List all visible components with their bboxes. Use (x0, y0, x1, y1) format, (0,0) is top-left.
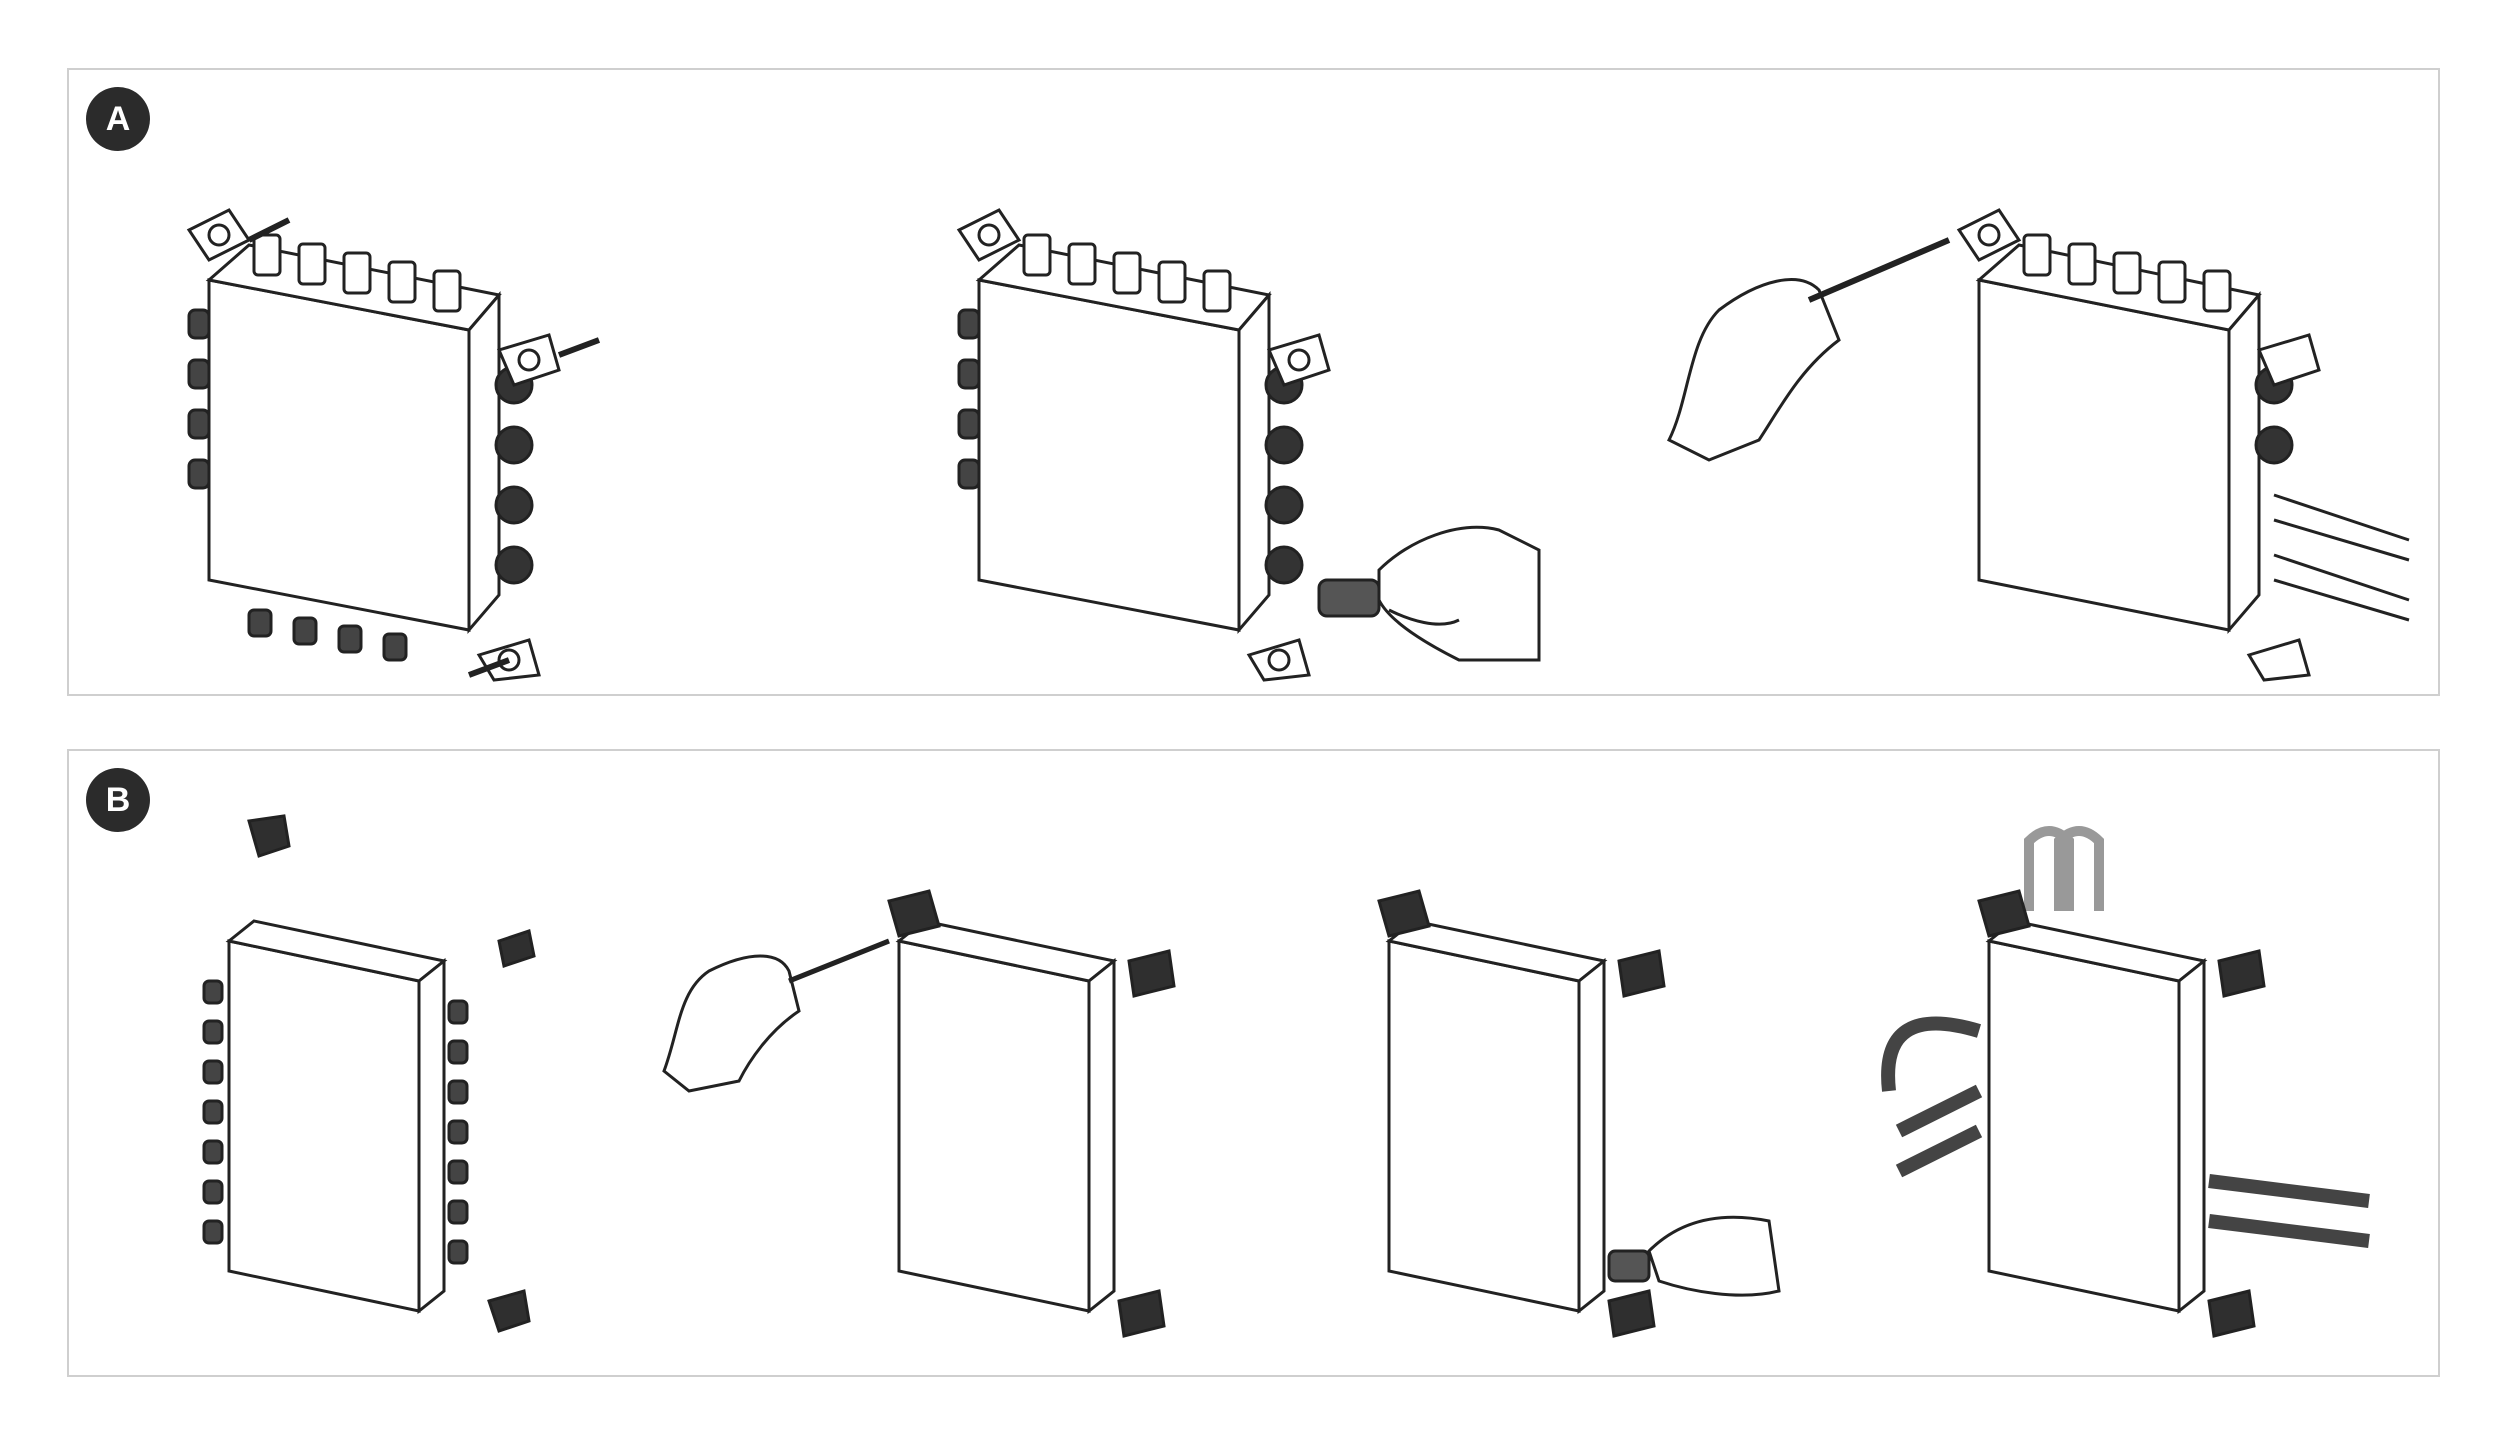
step-a1-illustration (186, 208, 601, 682)
panel-b: B (67, 749, 2440, 1377)
step-b4-illustration (1881, 826, 2370, 1338)
screwdriver-icon (788, 938, 890, 984)
mounting-cap-icon (247, 814, 536, 1333)
panel-a: A (67, 68, 2440, 696)
panel-b-badge: B (86, 768, 150, 832)
f-connector-icon (1607, 1249, 1651, 1283)
step-b2-illustration (662, 889, 1176, 1338)
top-connectors (252, 233, 462, 313)
panel-a-badge: A (86, 87, 150, 151)
step-a3-illustration (1666, 208, 2410, 682)
step-a2-illustration (956, 208, 1541, 682)
hand-icon (1666, 278, 1841, 462)
screwdriver-icon (1807, 237, 1951, 303)
hand-icon (662, 954, 801, 1093)
f-connector-icon (1317, 578, 1381, 618)
coax-cable-icon (2273, 493, 2410, 622)
step-b3-illustration (1377, 889, 1781, 1338)
hand-icon (1647, 1215, 1781, 1297)
hand-icon (1377, 525, 1541, 662)
step-b1-illustration (202, 814, 536, 1333)
coax-cable-icon (2024, 826, 2104, 911)
